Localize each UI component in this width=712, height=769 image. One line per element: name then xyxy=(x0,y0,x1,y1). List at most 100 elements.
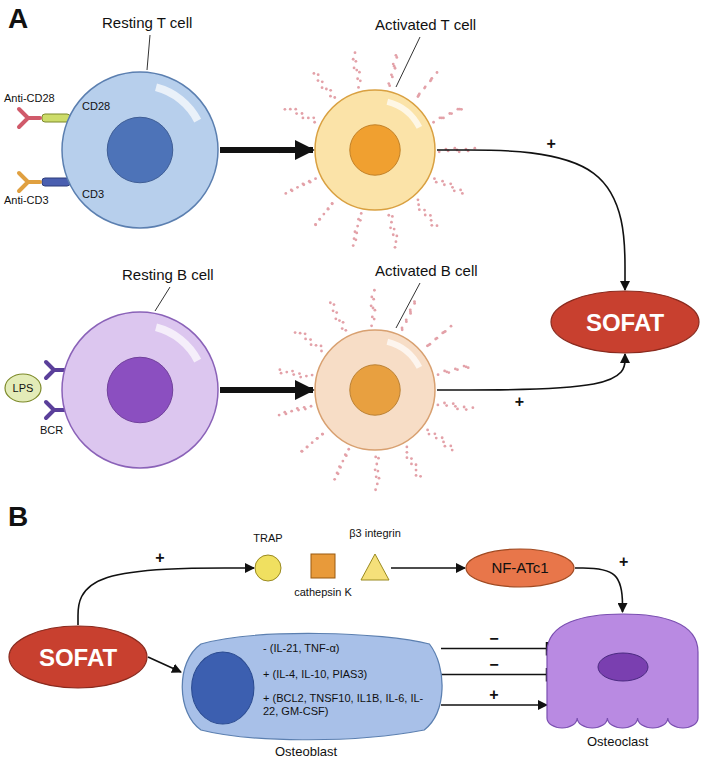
osteoblast-cell: - (IL-21, TNF-α)+ (IL-4, IL-10, PIAS3)+ … xyxy=(175,632,445,740)
granule xyxy=(327,208,330,211)
sofat-ellipse: SOFAT xyxy=(550,290,700,354)
nucleus xyxy=(107,357,173,423)
sofat-ellipse: SOFAT xyxy=(8,625,148,689)
granule xyxy=(325,88,328,91)
granule xyxy=(436,337,439,340)
nucleus xyxy=(107,117,173,183)
granule xyxy=(357,86,360,89)
square-symbol xyxy=(311,554,335,578)
granule xyxy=(341,327,344,330)
granule xyxy=(375,475,378,478)
granule xyxy=(415,474,418,477)
granule xyxy=(294,108,297,111)
node-label: Resting T cell xyxy=(100,14,194,32)
granule xyxy=(456,407,459,410)
granule xyxy=(289,108,292,111)
leader-line xyxy=(396,283,420,328)
granule xyxy=(283,411,286,414)
granule xyxy=(321,433,324,436)
granule xyxy=(331,202,334,205)
granule xyxy=(395,240,398,243)
granule xyxy=(355,69,358,72)
granule xyxy=(410,457,413,460)
granule xyxy=(333,478,336,481)
granule xyxy=(329,301,332,304)
highlight xyxy=(155,83,201,122)
granule xyxy=(378,477,381,480)
granule xyxy=(296,407,299,410)
granule xyxy=(320,350,323,353)
granule xyxy=(327,207,330,210)
node-label: cathepsin K xyxy=(290,586,356,599)
granule xyxy=(426,428,429,431)
granule xyxy=(418,208,421,211)
granule xyxy=(375,463,378,466)
granule xyxy=(424,85,427,88)
granule xyxy=(278,414,281,417)
granule xyxy=(437,373,440,376)
granule xyxy=(347,448,350,451)
granule xyxy=(418,93,421,96)
granule xyxy=(391,215,394,218)
granule xyxy=(374,488,377,491)
granule xyxy=(430,219,433,222)
granule xyxy=(405,446,408,449)
granule xyxy=(311,374,314,377)
highlight xyxy=(387,99,422,129)
sign-label: + xyxy=(487,687,500,703)
arrow-connector xyxy=(437,354,625,390)
granule xyxy=(441,436,444,439)
node-text: + (BCL2, TNSF10, IL1B, IL-6, IL-22, GM-C… xyxy=(263,692,433,718)
granule xyxy=(290,410,293,413)
node-label: - (IL-21, TNF-α) xyxy=(263,642,433,655)
granule xyxy=(303,406,306,409)
granule xyxy=(435,181,438,184)
granule xyxy=(344,329,347,332)
granule xyxy=(312,116,315,119)
cell-membrane xyxy=(62,312,218,468)
granule xyxy=(314,177,317,180)
granule xyxy=(377,470,380,473)
antibody-name: Anti-CD3 xyxy=(4,194,49,207)
granule xyxy=(305,375,308,378)
panel-letter: A xyxy=(8,2,28,36)
cell-membrane xyxy=(315,90,435,210)
granule xyxy=(387,82,390,85)
granule xyxy=(373,289,376,292)
granule xyxy=(394,246,397,249)
granule xyxy=(377,457,380,460)
granule xyxy=(301,112,304,115)
granule xyxy=(290,188,293,191)
inhibition-connector xyxy=(441,674,547,676)
sign-label: + xyxy=(544,136,557,152)
sign-label: + xyxy=(617,554,630,570)
granule xyxy=(341,460,344,463)
node-label: NF-ATc1 xyxy=(465,559,575,577)
granule xyxy=(444,445,447,448)
node-text: Osteoblast xyxy=(275,744,337,760)
osteoclast-outline xyxy=(547,614,698,728)
granule xyxy=(424,214,427,217)
granule xyxy=(354,238,357,241)
leader-line xyxy=(147,35,150,70)
granule xyxy=(284,192,287,195)
granule xyxy=(433,177,436,180)
antibody-name: Anti-CD28 xyxy=(4,92,55,105)
granule xyxy=(334,317,337,320)
granule xyxy=(372,298,375,301)
granule xyxy=(307,116,310,119)
leader-line xyxy=(155,287,170,311)
granule xyxy=(395,54,398,57)
granule xyxy=(359,219,362,222)
granule xyxy=(415,463,418,466)
granule xyxy=(454,405,457,408)
granule xyxy=(312,72,315,75)
granule xyxy=(339,466,342,469)
granule xyxy=(447,371,450,374)
granule xyxy=(456,368,459,371)
node-label: Osteoclast xyxy=(587,734,648,750)
granule xyxy=(333,96,336,99)
granule xyxy=(401,327,404,330)
arrow-connector xyxy=(575,568,623,612)
